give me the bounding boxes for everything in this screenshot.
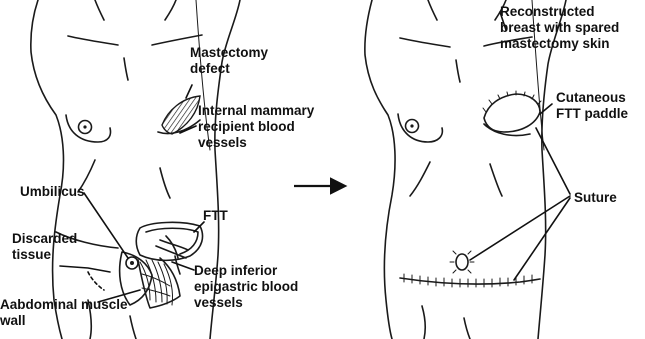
left-torso-rib-right <box>160 168 170 198</box>
left-torso-neck-left <box>95 0 104 20</box>
leader-discarded-tissue <box>60 266 110 272</box>
right-torso-nipple-dot <box>410 124 413 127</box>
abdominal-suture-line <box>400 278 540 284</box>
leader-cutaneous-paddle <box>540 104 552 114</box>
left-torso-neck-right <box>165 0 176 20</box>
label-internal-mammary-vessels: Internal mammary recipient blood vessels <box>198 103 314 151</box>
pelvis-center <box>130 316 136 339</box>
umbilicus-dot <box>130 261 134 265</box>
leader-umbilicus <box>84 193 128 258</box>
label-deep-inferior-vessels: Deep inferior epigastric blood vessels <box>194 263 298 311</box>
left-torso-left-shoulder <box>31 0 64 339</box>
label-abdominal-muscle-wall: Aabdominal muscle wall <box>0 297 128 329</box>
left-torso-clavicle-left <box>68 36 118 45</box>
right-torso-breast-curve <box>398 114 442 142</box>
label-suture: Suture <box>574 190 617 206</box>
right-torso-rib-right <box>490 164 502 196</box>
leader-deep-inferior <box>172 262 194 270</box>
right-torso-sternum <box>456 60 460 82</box>
reconstructed-breast-outline <box>484 94 540 132</box>
abdominal-flap <box>120 222 203 308</box>
leader-suture-abdomen <box>514 198 570 280</box>
label-mastectomy-defect: Mastectomy defect <box>190 45 268 77</box>
label-discarded-tissue: Discarded tissue <box>12 231 77 263</box>
right-torso-left-shoulder <box>365 0 395 339</box>
right-leader-lines <box>470 12 570 280</box>
leader-suture-umbilicus <box>470 196 570 260</box>
right-pelvis-left <box>422 306 425 339</box>
right-torso-neck-left <box>428 0 437 20</box>
right-pelvis-center <box>464 318 470 339</box>
right-torso-rib-left <box>410 162 430 196</box>
leader-mastectomy-defect <box>186 85 192 98</box>
new-umbilicus <box>456 254 468 270</box>
left-torso-sternum <box>124 58 128 80</box>
left-torso-nipple-dot <box>83 125 86 128</box>
left-torso-clavicle-right <box>152 35 202 45</box>
label-ftt: FTT <box>203 208 228 224</box>
label-umbilicus: Umbilicus <box>20 184 85 200</box>
label-cutaneous-ftt-paddle: Cutaneous FTT paddle <box>556 90 628 122</box>
mastectomy-defect-shape <box>162 96 200 134</box>
muscle-wall-outline <box>138 258 180 308</box>
reconstructed-breast-lower <box>484 124 530 136</box>
right-torso-clavicle-left <box>400 38 450 47</box>
leader-suture-breast <box>536 128 570 194</box>
left-torso-breast-curve <box>66 115 111 142</box>
leader-discarded-tissue-2 <box>88 272 104 290</box>
label-reconstructed-breast: Reconstructed breast with spared mastect… <box>500 4 619 52</box>
ftt-flap-inner <box>146 228 198 254</box>
